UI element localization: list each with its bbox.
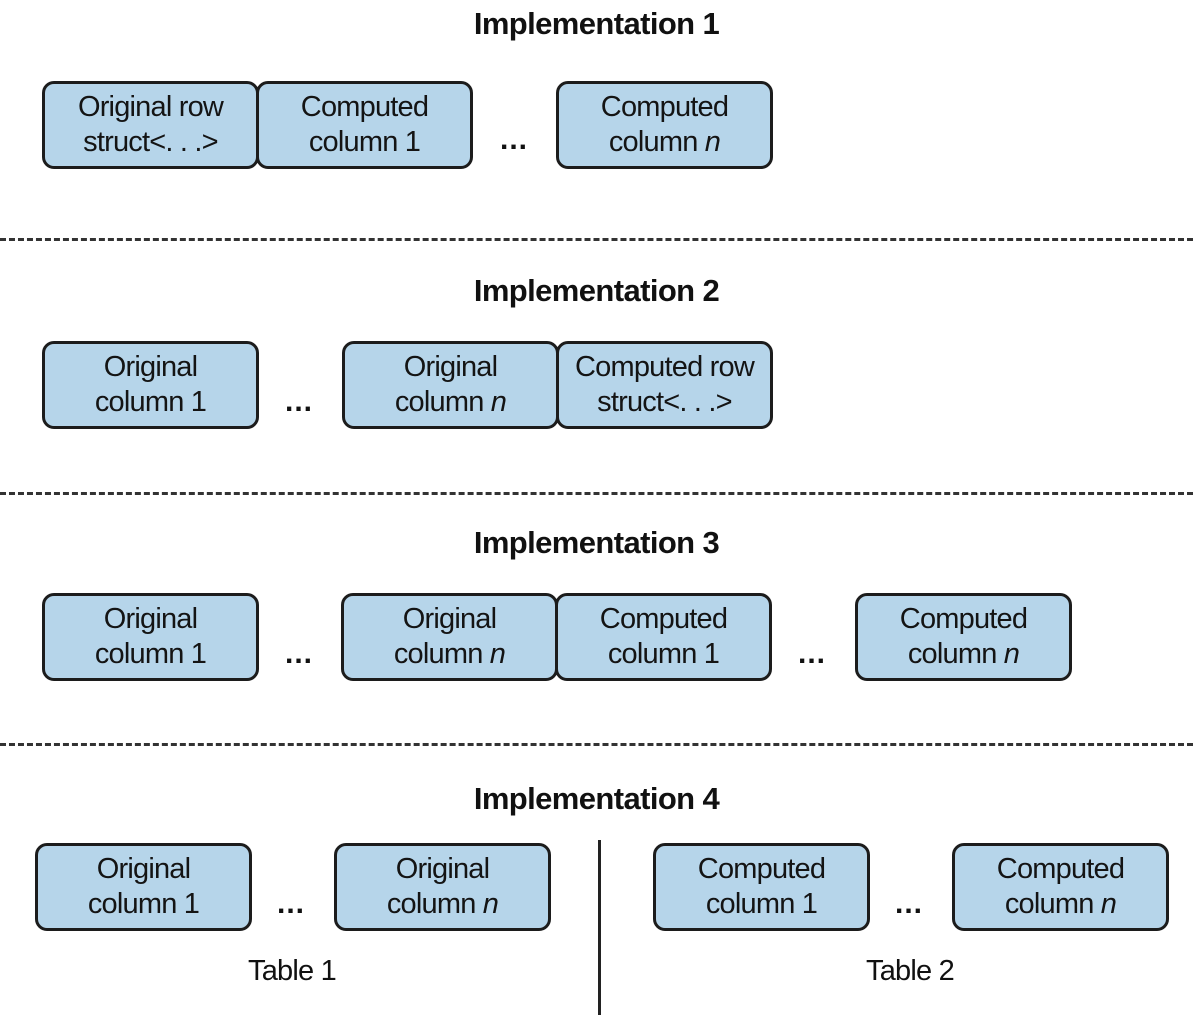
box-line2: column n (608, 126, 721, 158)
impl2-ellipsis: ... (284, 385, 313, 418)
impl3-computed-column-1-box: Computed column 1 (555, 593, 772, 681)
box-line2: column 1 (94, 638, 207, 670)
box-line1: Original (403, 351, 498, 383)
impl2-original-column-n-box: Original column n (342, 341, 559, 429)
implementation-2-title: Implementation 2 (473, 273, 720, 308)
box-line1: Computed (599, 603, 728, 635)
box-line1: Computed (996, 853, 1125, 885)
box-line2: column n (907, 638, 1020, 670)
impl3-original-column-1-box: Original column 1 (42, 593, 259, 681)
impl3-original-column-n-box: Original column n (341, 593, 558, 681)
impl2-original-column-1-box: Original column 1 (42, 341, 259, 429)
box-line1: Computed (300, 91, 429, 123)
table-separator-line (598, 840, 601, 1015)
box-line2: column n (393, 638, 506, 670)
box-line2: struct<. . .> (597, 386, 732, 418)
impl4-computed-column-n-box: Computed column n (952, 843, 1169, 931)
box-line2: column n (386, 888, 499, 920)
box-line1: Original (103, 351, 198, 383)
box-line1: Computed (697, 853, 826, 885)
box-line2: column 1 (607, 638, 720, 670)
implementation-4-title: Implementation 4 (473, 781, 720, 816)
box-line2: column n (1004, 888, 1117, 920)
implementation-3-title: Implementation 3 (473, 525, 720, 560)
box-line2: struct<. . .> (83, 126, 218, 158)
box-line2: column 1 (87, 888, 200, 920)
box-line2: column n (394, 386, 507, 418)
box-line2: column 1 (94, 386, 207, 418)
box-line2: column 1 (705, 888, 818, 920)
section-divider (0, 743, 1193, 746)
implementation-1-title: Implementation 1 (473, 6, 720, 41)
impl1-ellipsis: ... (499, 123, 528, 156)
section-divider (0, 238, 1193, 241)
box-line2: column 1 (308, 126, 421, 158)
box-line1: Original (402, 603, 497, 635)
impl1-original-row-struct-box: Original row struct<. . .> (42, 81, 259, 169)
box-line1: Original (96, 853, 191, 885)
impl4-computed-column-1-box: Computed column 1 (653, 843, 870, 931)
impl4-ellipsis-original: ... (276, 887, 305, 920)
impl4-ellipsis-computed: ... (894, 887, 923, 920)
table-1-label: Table 1 (248, 955, 337, 987)
impl2-computed-row-struct-box: Computed row struct<. . .> (556, 341, 773, 429)
box-line1: Original (103, 603, 198, 635)
box-line1: Computed (600, 91, 729, 123)
impl3-computed-column-n-box: Computed column n (855, 593, 1072, 681)
box-line1: Computed row (575, 351, 755, 383)
box-line1: Computed (899, 603, 1028, 635)
impl4-original-column-n-box: Original column n (334, 843, 551, 931)
section-divider (0, 492, 1193, 495)
impl3-ellipsis-computed: ... (797, 637, 826, 670)
box-line1: Original (395, 853, 490, 885)
impl3-ellipsis-original: ... (284, 637, 313, 670)
table-2-label: Table 2 (866, 955, 955, 987)
impl1-computed-column-1-box: Computed column 1 (256, 81, 473, 169)
box-line1: Original row (77, 91, 224, 123)
impl4-original-column-1-box: Original column 1 (35, 843, 252, 931)
impl1-computed-column-n-box: Computed column n (556, 81, 773, 169)
